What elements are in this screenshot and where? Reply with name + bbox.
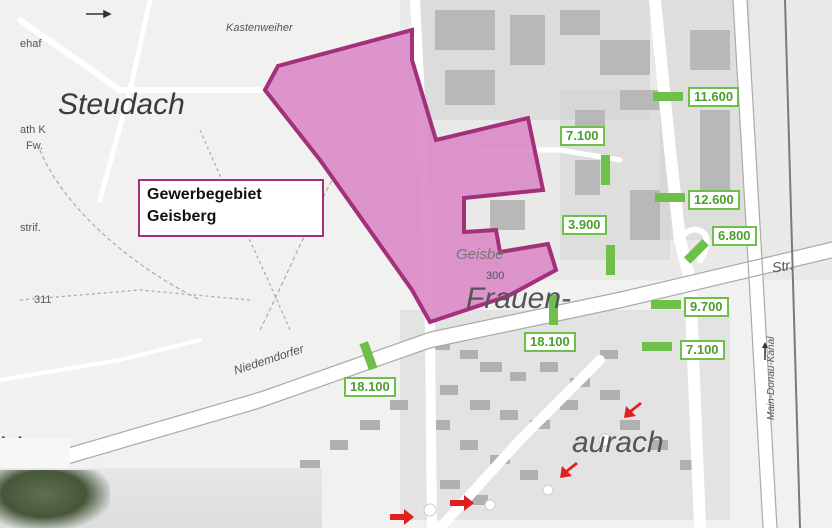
traffic-count-label: 9.700 (684, 297, 729, 317)
commercial-zone-polygon[interactable] (262, 27, 559, 325)
place-label-strif: strif. (20, 222, 41, 234)
elevation-311: 311 (34, 294, 52, 306)
traffic-count-label: 18.100 (344, 377, 396, 397)
canal-label: Main-Donau-Kanal (766, 336, 777, 420)
traffic-count-label: 12.600 (688, 190, 740, 210)
zone-title-line2: Geisberg (147, 208, 217, 225)
traffic-count-label: 7.100 (560, 126, 605, 146)
tree-image (0, 470, 110, 528)
place-label-steudach: Steudach (58, 88, 185, 121)
place-label-ehaf: ehaf (20, 38, 42, 50)
traffic-count-label: 3.900 (562, 215, 607, 235)
place-label-frauen: Frauen- (466, 282, 572, 315)
elevation-300: 300 (486, 270, 505, 282)
traffic-count-label: 18.100 (524, 332, 576, 352)
place-label-fw: Fw. (26, 140, 44, 152)
zone-title-line1: Gewerbegebiet (147, 186, 262, 203)
traffic-count-label: 11.600 (688, 87, 740, 107)
place-label-kastenweiher: Kastenweiher (226, 22, 293, 34)
red-arrow-icon (390, 402, 642, 525)
traffic-count-label: 7.100 (680, 340, 725, 360)
place-label-aurach: aurach (572, 426, 664, 459)
traffic-count-label: 6.800 (712, 226, 757, 246)
place-label-geisberg: Geisbe (456, 246, 504, 263)
zone-title-box: Gewerbegebiet Geisberg (138, 179, 324, 237)
inset-background (0, 438, 70, 468)
north-arrow-icon (86, 9, 112, 19)
place-label-ath: ath K (20, 124, 46, 136)
